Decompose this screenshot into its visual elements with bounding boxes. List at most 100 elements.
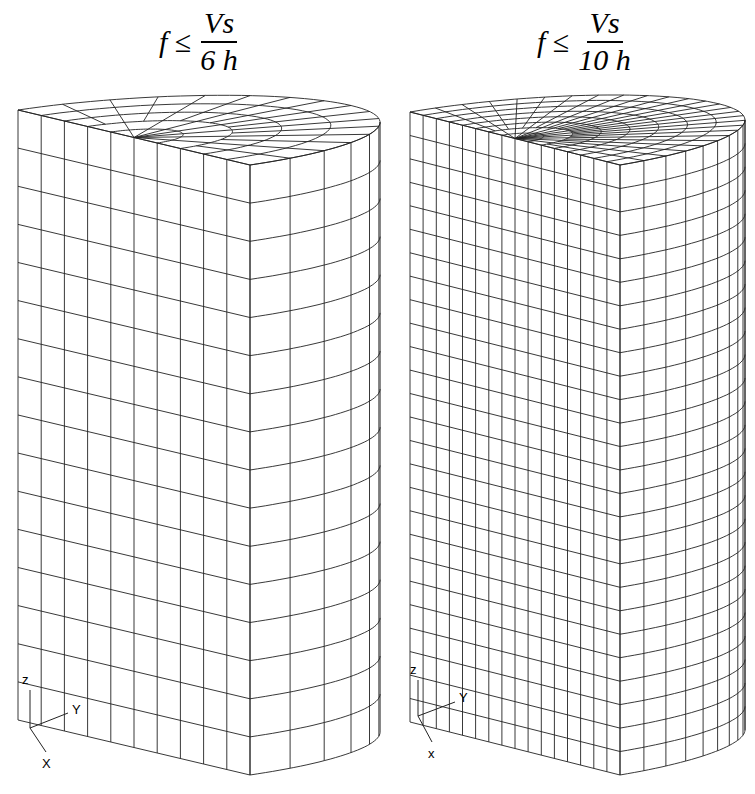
mesh-line <box>620 589 745 634</box>
mesh-line <box>410 253 620 306</box>
mesh-line <box>250 160 380 203</box>
mesh-line <box>620 284 745 329</box>
mesh-line <box>515 107 731 138</box>
axis-label: Y <box>459 690 468 705</box>
axis-triad <box>418 680 455 742</box>
mesh-line <box>620 613 745 658</box>
fraction: Vs10 h <box>575 6 634 77</box>
mesh-line <box>250 351 380 394</box>
mesh-line <box>88 121 233 149</box>
mesh-line <box>571 111 739 131</box>
mesh-line <box>620 706 745 751</box>
mesh-line <box>250 389 380 432</box>
mesh-line <box>410 206 620 259</box>
axis-line <box>30 728 46 752</box>
mesh-line <box>250 275 380 318</box>
mesh-line <box>410 300 620 353</box>
mesh-line <box>18 95 380 165</box>
mesh-line <box>41 104 331 160</box>
mesh-line <box>410 370 620 423</box>
mesh-line <box>620 448 745 493</box>
mesh-line <box>515 99 517 139</box>
mesh-line <box>250 732 380 775</box>
mesh-line <box>620 261 745 306</box>
mesh-line <box>221 140 351 143</box>
half-cylinder-mesh <box>18 95 380 775</box>
frequency-formula: f ≤Vs10 h <box>537 6 634 77</box>
mesh-line <box>620 214 745 259</box>
mesh-line <box>620 566 745 611</box>
mesh-line <box>410 722 620 775</box>
mesh-line <box>410 628 620 681</box>
half-cylinder-mesh <box>410 95 745 775</box>
axis-label: x <box>428 746 435 761</box>
mesh-line <box>620 237 745 282</box>
mesh-line <box>410 112 620 165</box>
axis-triad <box>30 690 68 752</box>
mesh-line <box>566 104 720 130</box>
mesh-line <box>250 618 380 661</box>
mesh-line <box>232 126 379 133</box>
mesh-line <box>410 112 515 139</box>
axis-label: X <box>42 756 51 771</box>
mesh-line <box>620 120 745 165</box>
mesh-line <box>566 139 718 141</box>
mesh-line <box>620 472 745 517</box>
mesh-line <box>523 97 545 128</box>
mesh-line <box>134 106 351 138</box>
mesh-line <box>515 95 624 138</box>
mesh-line <box>489 102 508 130</box>
mesh-line <box>410 95 745 165</box>
mesh-line <box>250 199 380 242</box>
curved-face <box>250 122 380 775</box>
axis-line <box>418 680 419 716</box>
mesh-line <box>410 276 620 329</box>
mesh-line <box>250 465 380 508</box>
axis-line <box>418 702 455 716</box>
mesh-line <box>410 159 620 212</box>
fraction-denominator: 10 h <box>575 43 634 78</box>
mesh-line <box>620 331 745 376</box>
mesh-line <box>410 487 620 540</box>
mesh-line <box>250 656 380 699</box>
mesh-line <box>410 652 620 705</box>
mesh-line <box>250 694 380 737</box>
mesh-line <box>18 110 134 138</box>
mesh-line <box>18 720 250 775</box>
mesh-line <box>435 108 495 131</box>
flat-face <box>410 112 620 775</box>
mesh-line <box>620 519 745 564</box>
axis-line <box>418 716 432 742</box>
mesh-line <box>410 347 620 400</box>
mesh-line <box>250 427 380 470</box>
mesh-line <box>620 308 745 353</box>
mesh-line <box>144 97 159 121</box>
mesh-line <box>410 605 620 658</box>
mesh-line <box>620 190 745 235</box>
mesh-line <box>250 122 380 165</box>
mesh-line <box>410 558 620 611</box>
mesh-line <box>620 355 745 400</box>
flat-face <box>18 110 250 775</box>
mesh-line <box>620 730 745 775</box>
mesh-line <box>620 542 745 587</box>
fraction-denominator: 6 h <box>197 43 241 78</box>
mesh-line <box>250 504 380 547</box>
fraction: Vs6 h <box>197 6 241 77</box>
frequency-formula: f ≤Vs6 h <box>159 6 241 77</box>
axis-label: Y <box>72 702 81 717</box>
axis-label: z <box>22 672 29 687</box>
mesh-line <box>180 96 250 121</box>
mesh-line <box>548 96 647 128</box>
mesh-line <box>250 237 380 280</box>
mesh-line <box>410 229 620 282</box>
mesh-line <box>620 636 745 681</box>
formula-lhs: f ≤ <box>159 25 191 59</box>
mesh-line <box>250 542 380 585</box>
mesh-line <box>410 534 620 587</box>
mesh-line <box>250 313 380 356</box>
mesh-line <box>63 104 106 124</box>
mesh-line <box>410 675 620 728</box>
axis-line <box>30 713 68 728</box>
